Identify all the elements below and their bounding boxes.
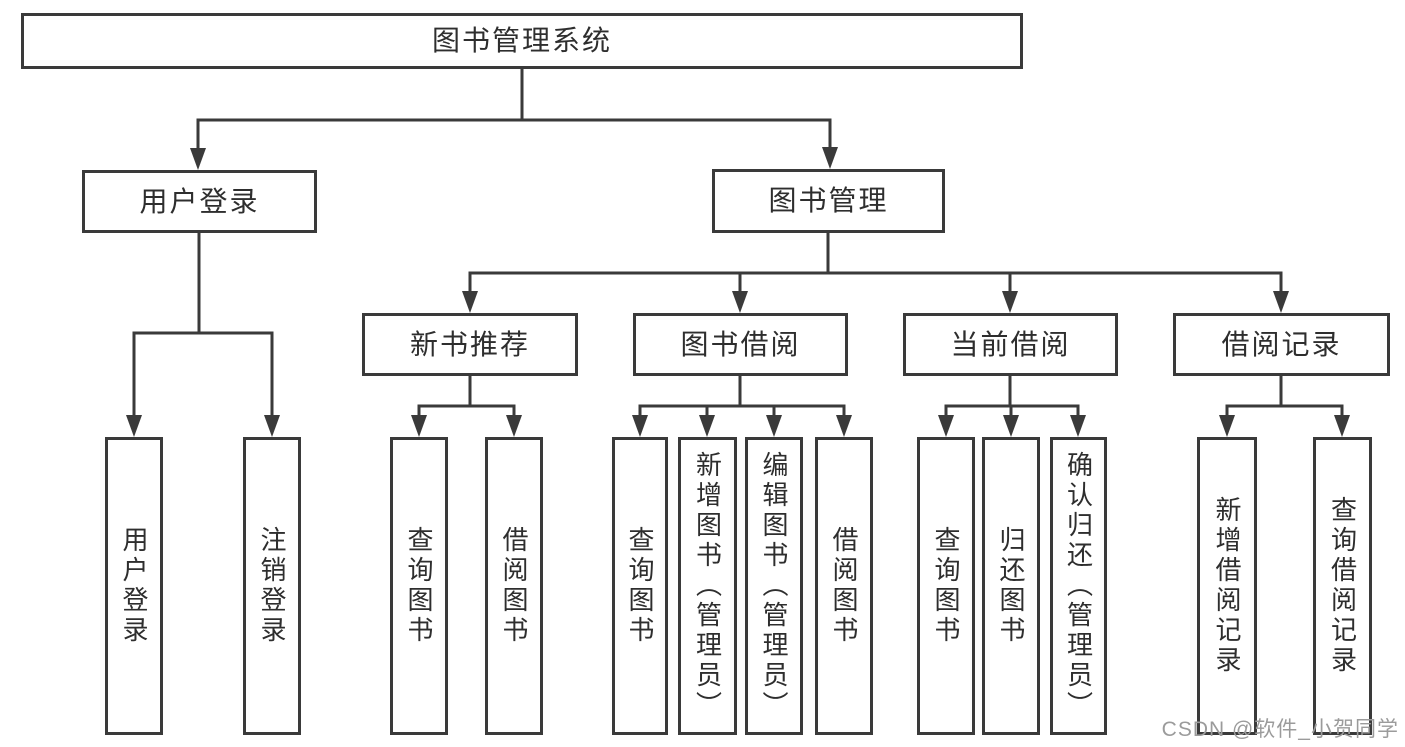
node-leaf-user-login: 用户登录 xyxy=(105,437,163,735)
arrowhead-icon xyxy=(1334,415,1350,437)
arrowhead-icon xyxy=(190,148,206,170)
node-leaf-query-books-1: 查询图书 xyxy=(390,437,448,735)
arrowhead-icon xyxy=(1002,291,1018,313)
arrowhead-icon xyxy=(732,291,748,313)
arrowhead-icon xyxy=(126,415,142,437)
arrowhead-icon xyxy=(836,415,852,437)
node-leaf-query-borrow-record: 查询借阅记录 xyxy=(1313,437,1372,735)
node-user-login: 用户登录 xyxy=(82,170,317,233)
arrowhead-icon xyxy=(1070,415,1086,437)
node-leaf-return-books: 归还图书 xyxy=(982,437,1040,735)
node-borrowing-records: 借阅记录 xyxy=(1173,313,1390,376)
node-leaf-edit-books-admin: 编辑图书（管理员） xyxy=(745,437,803,735)
node-leaf-borrow-books-1: 借阅图书 xyxy=(485,437,543,735)
node-book-borrowing: 图书借阅 xyxy=(633,313,848,376)
node-leaf-query-books-2: 查询图书 xyxy=(612,437,668,735)
arrowhead-icon xyxy=(699,415,715,437)
arrowhead-icon xyxy=(1003,415,1019,437)
arrowhead-icon xyxy=(264,415,280,437)
arrowhead-icon xyxy=(1273,291,1289,313)
arrowhead-icon xyxy=(462,291,478,313)
node-leaf-confirm-return-admin: 确认归还（管理员） xyxy=(1050,437,1107,735)
node-leaf-logout: 注销登录 xyxy=(243,437,301,735)
node-leaf-borrow-books-2: 借阅图书 xyxy=(815,437,873,735)
node-leaf-query-books-3: 查询图书 xyxy=(917,437,975,735)
arrowhead-icon xyxy=(506,415,522,437)
arrowhead-icon xyxy=(1219,415,1235,437)
arrowhead-icon xyxy=(938,415,954,437)
arrowhead-icon xyxy=(822,147,838,169)
arrowhead-icon xyxy=(766,415,782,437)
watermark: CSDN @软件_小贺同学 xyxy=(1161,718,1399,741)
node-current-borrowing: 当前借阅 xyxy=(903,313,1118,376)
node-book-management: 图书管理 xyxy=(712,169,945,233)
arrowhead-icon xyxy=(411,415,427,437)
node-system-root: 图书管理系统 xyxy=(21,13,1023,69)
arrowhead-icon xyxy=(632,415,648,437)
node-leaf-add-borrow-record: 新增借阅记录 xyxy=(1197,437,1257,735)
node-leaf-add-books-admin: 新增图书（管理员） xyxy=(678,437,737,735)
node-new-book-recommendation: 新书推荐 xyxy=(362,313,578,376)
